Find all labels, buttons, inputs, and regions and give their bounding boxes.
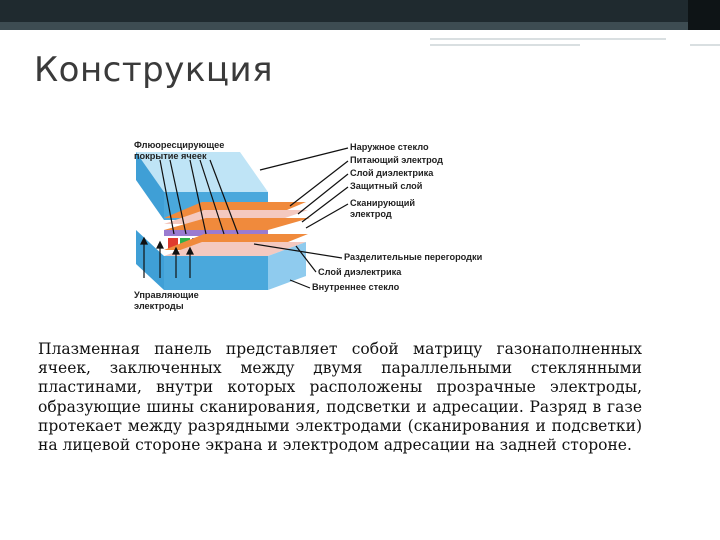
decorative-rule [430, 44, 580, 46]
label-inner-glass: Внутреннее стекло [312, 282, 400, 292]
label-phosphor-line1: Флюоресцирующее [134, 140, 224, 150]
slide-body-text: Плазменная панель представляет собой мат… [38, 340, 642, 455]
label-scan-electrode-line1: Сканирующий [350, 198, 415, 208]
inner-glass-right [268, 242, 306, 290]
plasma-panel-diagram-svg: Флюоресцирующее покрытие ячеек Наружное … [130, 130, 520, 314]
label-protective-layer: Защитный слой [350, 181, 423, 191]
label-scan-electrode-line2: электрод [350, 209, 392, 219]
slide-title: Конструкция [34, 50, 274, 90]
inner-glass-side [136, 230, 164, 290]
header-accent-bar [0, 22, 720, 30]
protective-layer [164, 230, 268, 236]
label-outer-glass: Наружное стекло [350, 142, 429, 152]
phosphor-arrows [159, 159, 239, 235]
decorative-rule [430, 38, 666, 40]
label-phosphor-line2: покрытие ячеек [134, 151, 207, 161]
decorative-rule [690, 44, 720, 46]
outer-glass-top-face [136, 152, 268, 192]
dielectric-bottom-strip [164, 242, 306, 256]
label-control-electrodes-line2: электроды [134, 301, 184, 311]
label-dielectric-bottom: Слой диэлектрика [318, 267, 402, 277]
outer-glass-side [136, 152, 164, 220]
cell-red [168, 238, 178, 250]
control-electrode-arrows [140, 236, 194, 278]
label-dielectric-top: Слой диэлектрика [350, 168, 434, 178]
leader-lines [253, 147, 349, 289]
plasma-panel-diagram: Флюоресцирующее покрытие ячеек Наружное … [130, 130, 520, 314]
inner-glass-front [164, 256, 268, 290]
label-barriers: Разделительные перегородки [344, 252, 483, 262]
header-bar [0, 0, 720, 22]
label-supply-electrode: Питающий электрод [350, 155, 443, 165]
label-control-electrodes-line1: Управляющие [134, 290, 199, 300]
scan-electrode-strip [164, 218, 310, 230]
header-corner-block [688, 0, 720, 30]
